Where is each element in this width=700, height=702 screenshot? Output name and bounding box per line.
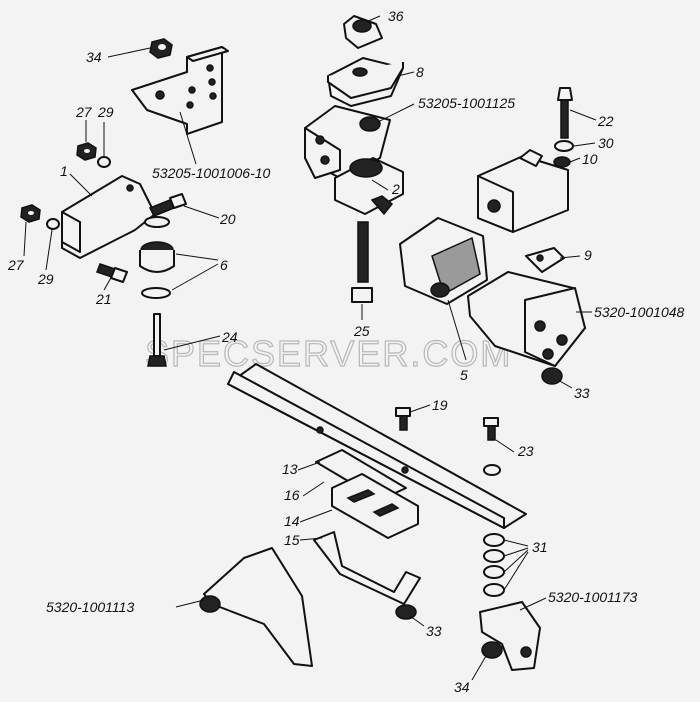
callout-19: 19 xyxy=(432,397,448,413)
bracket-1001006 xyxy=(131,46,229,135)
callout-33-lower: 33 xyxy=(426,623,442,639)
callout-21: 21 xyxy=(95,291,112,307)
callout-29-lower: 29 xyxy=(37,271,54,287)
callout-53205-1001125: 53205-1001125 xyxy=(418,95,515,111)
callout-25: 25 xyxy=(353,323,370,339)
callout-10: 10 xyxy=(582,151,598,167)
callout-labels: 34 36 8 53205-1001125 53205-1001006-10 2… xyxy=(7,8,685,695)
bracket-1001113 xyxy=(199,547,313,667)
nut-34-top xyxy=(149,38,173,59)
cushion-5 xyxy=(399,217,488,305)
callout-8: 8 xyxy=(416,64,424,80)
callout-31: 31 xyxy=(532,539,548,555)
callout-14: 14 xyxy=(284,513,300,529)
callout-5320-1001173: 5320-1001173 xyxy=(548,589,637,605)
callout-53205-1001006-10: 53205-1001006-10 xyxy=(152,165,271,181)
bolt-24 xyxy=(147,313,167,367)
bolt-22 xyxy=(557,87,573,139)
washer-29-lower xyxy=(46,218,60,230)
callout-24: 24 xyxy=(221,329,238,345)
callout-20: 20 xyxy=(219,211,236,227)
callout-13: 13 xyxy=(282,461,298,477)
callout-6: 6 xyxy=(220,257,228,273)
clip-36 xyxy=(343,15,383,49)
watermark: SPECSERVER.COM xyxy=(145,333,512,374)
callout-23: 23 xyxy=(517,443,534,459)
bolt-25 xyxy=(351,221,373,303)
callout-27-upper: 27 xyxy=(75,104,93,120)
leader-lines xyxy=(23,15,597,681)
pad-14 xyxy=(331,473,419,539)
bolt-23 xyxy=(483,417,501,476)
callout-27-lower: 27 xyxy=(7,257,25,273)
shim-9 xyxy=(525,247,565,273)
cushion-2 xyxy=(334,157,404,216)
callout-1: 1 xyxy=(60,163,68,179)
callout-16: 16 xyxy=(284,487,300,503)
callout-30: 30 xyxy=(598,135,614,151)
callout-34-bottom: 34 xyxy=(454,679,470,695)
nut-33-right xyxy=(541,367,563,385)
callout-36: 36 xyxy=(388,8,404,24)
cushion-6 xyxy=(139,216,175,299)
callout-33-right: 33 xyxy=(574,385,590,401)
bolt-21 xyxy=(96,263,128,283)
washer-29-upper xyxy=(97,156,111,168)
washer-30 xyxy=(554,140,574,152)
callout-2: 2 xyxy=(391,181,400,197)
callout-34-top: 34 xyxy=(86,49,102,65)
callout-22: 22 xyxy=(597,113,614,129)
bracket-15 xyxy=(313,531,421,605)
washers-31 xyxy=(483,533,505,597)
callout-29-upper: 29 xyxy=(97,104,114,120)
nut-27-upper xyxy=(76,142,97,161)
cover-8 xyxy=(327,57,404,107)
nut-33-lower xyxy=(395,604,417,620)
cap-10-assembly xyxy=(477,149,569,233)
callout-5320-1001048: 5320-1001048 xyxy=(594,304,685,320)
bracket-1001173 xyxy=(479,601,541,671)
callout-9: 9 xyxy=(584,247,592,263)
bracket-1 xyxy=(61,175,156,259)
crossmember-13 xyxy=(227,363,527,529)
nut-34-bottom xyxy=(481,641,503,659)
callout-5320-1001113: 5320-1001113 xyxy=(46,599,134,615)
bracket-1001048 xyxy=(467,271,586,367)
bolt-19 xyxy=(395,407,411,431)
callout-5: 5 xyxy=(460,367,468,383)
bolt-20 xyxy=(148,193,187,217)
callout-15: 15 xyxy=(284,532,300,548)
nut-27-lower xyxy=(20,204,41,223)
